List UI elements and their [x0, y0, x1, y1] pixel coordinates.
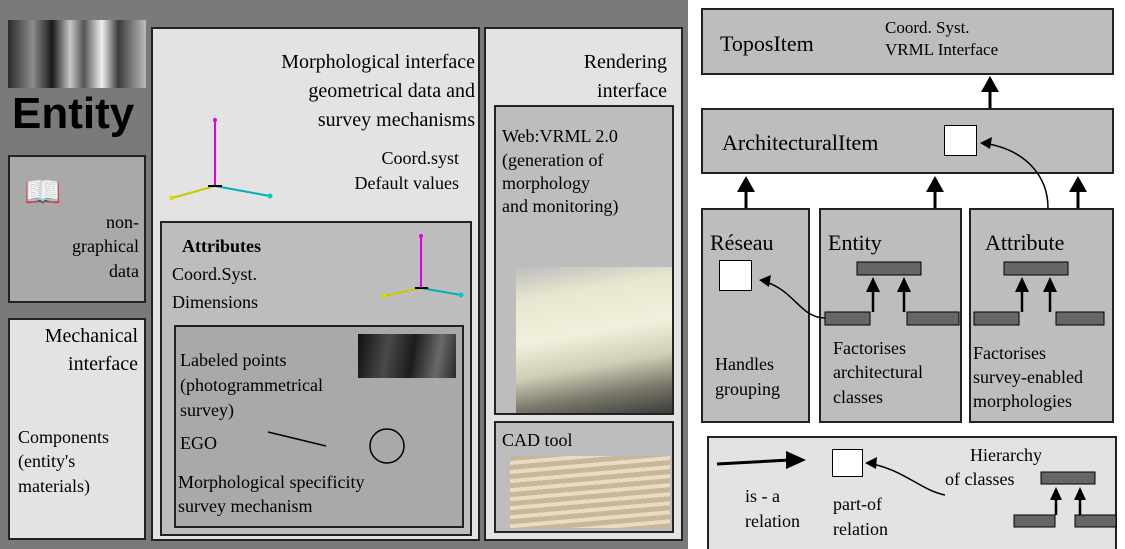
ego-label: EGO [180, 433, 217, 453]
morph-spec-line1: Morphological specificity [178, 472, 365, 492]
morph-title-line2: geometrical data and [308, 80, 475, 102]
hierarchy-icon-legend [1013, 471, 1117, 528]
components-line3: materials) [18, 476, 90, 496]
isa-line2: relation [745, 511, 800, 531]
labeled-line3: survey) [180, 400, 234, 420]
web-line1: Web:VRML 2.0 [502, 126, 618, 146]
reseau-note-line2: grouping [715, 379, 780, 399]
morph-spec-line2: survey mechanism [178, 496, 313, 516]
architecturalItem-label: ArchitecturalItem [722, 130, 879, 155]
partof-line1: part-of [833, 494, 882, 514]
attributes-dimensions: Dimensions [172, 292, 259, 312]
entity-photo [8, 20, 146, 88]
morph-title-line1: Morphological interface [281, 51, 475, 73]
attribute-note-line2: survey-enabled [973, 367, 1083, 387]
attribute-note-line3: morphologies [973, 391, 1072, 411]
cad-render [510, 456, 670, 528]
axes-icon-large [169, 118, 273, 201]
axes-icon-small [381, 234, 464, 299]
attributes-coord: Coord.Syst. [172, 264, 258, 284]
vrml-render [516, 267, 672, 413]
partof-arrow-entity-reseau [762, 280, 826, 319]
cad-label: CAD tool [502, 430, 573, 450]
entity-title: Entity [12, 89, 135, 138]
isa-legend-arrow-icon [716, 451, 806, 469]
toposItem-box [701, 8, 1114, 75]
coord-syst-label: Coord.syst [381, 148, 459, 168]
topos-note-line1: Coord. Syst. [885, 18, 970, 37]
components-line1: Components [18, 427, 110, 447]
web-line3: morphology [502, 173, 590, 193]
book-icon: 📖 [24, 176, 62, 209]
entity-label: Entity [828, 230, 882, 255]
rendering-line2: interface [597, 80, 667, 102]
partof-arrow-attribute-architectural [982, 142, 1049, 209]
reseau-box [701, 208, 810, 423]
web-line4: and monitoring) [502, 196, 619, 216]
non-graphical-line1: non- [106, 212, 139, 232]
non-graphical-line3: data [109, 261, 139, 281]
morph-title-line3: survey mechanisms [317, 109, 475, 131]
vrml-panel [494, 105, 674, 415]
hierarchy-icon-attribute [973, 261, 1105, 326]
hierarchy-icon-entity [824, 261, 960, 326]
entity-note-line2: architectural [833, 362, 923, 382]
partof-arrow-legend [867, 462, 946, 496]
hierarchy-line1: Hierarchy [970, 445, 1042, 465]
attribute-label: Attribute [985, 230, 1065, 255]
partof-line2: relation [833, 519, 888, 539]
non-graphical-line2: graphical [72, 236, 139, 256]
toposItem-label: ToposItem [720, 31, 814, 56]
architecturalItem-box [701, 108, 1114, 174]
entity-note-line3: classes [833, 387, 883, 407]
labeled-line2: (photogrammetrical [180, 375, 323, 395]
components-line2: (entity's [18, 451, 76, 471]
attribute-note-line1: Factorises [973, 343, 1046, 363]
labeled-line1: Labeled points [180, 350, 287, 370]
ego-circle-icon [369, 428, 405, 464]
survey-photo [358, 334, 456, 378]
reseau-label: Réseau [710, 230, 774, 255]
mechanical-box [8, 318, 146, 540]
rendering-line1: Rendering [583, 51, 667, 73]
mechanical-line1: Mechanical [44, 325, 138, 347]
topos-note-line2: VRML Interface [885, 40, 999, 59]
mechanical-line2: interface [68, 353, 138, 375]
reseau-note-line1: Handles [715, 354, 774, 374]
hierarchy-line2: of classes [945, 469, 1015, 489]
part-of-square-architectural [944, 125, 977, 156]
part-of-square-legend [832, 449, 863, 477]
legend-box [707, 436, 1117, 549]
entity-note-line1: Factorises [833, 338, 906, 358]
attributes-title: Attributes [182, 236, 261, 256]
default-values-label: Default values [354, 173, 459, 193]
non-graphical-box [8, 155, 146, 303]
web-line2: (generation of [502, 150, 604, 170]
ego-line-icon [267, 431, 327, 447]
isa-line1: is - a [745, 486, 780, 506]
part-of-square-reseau [719, 260, 752, 291]
